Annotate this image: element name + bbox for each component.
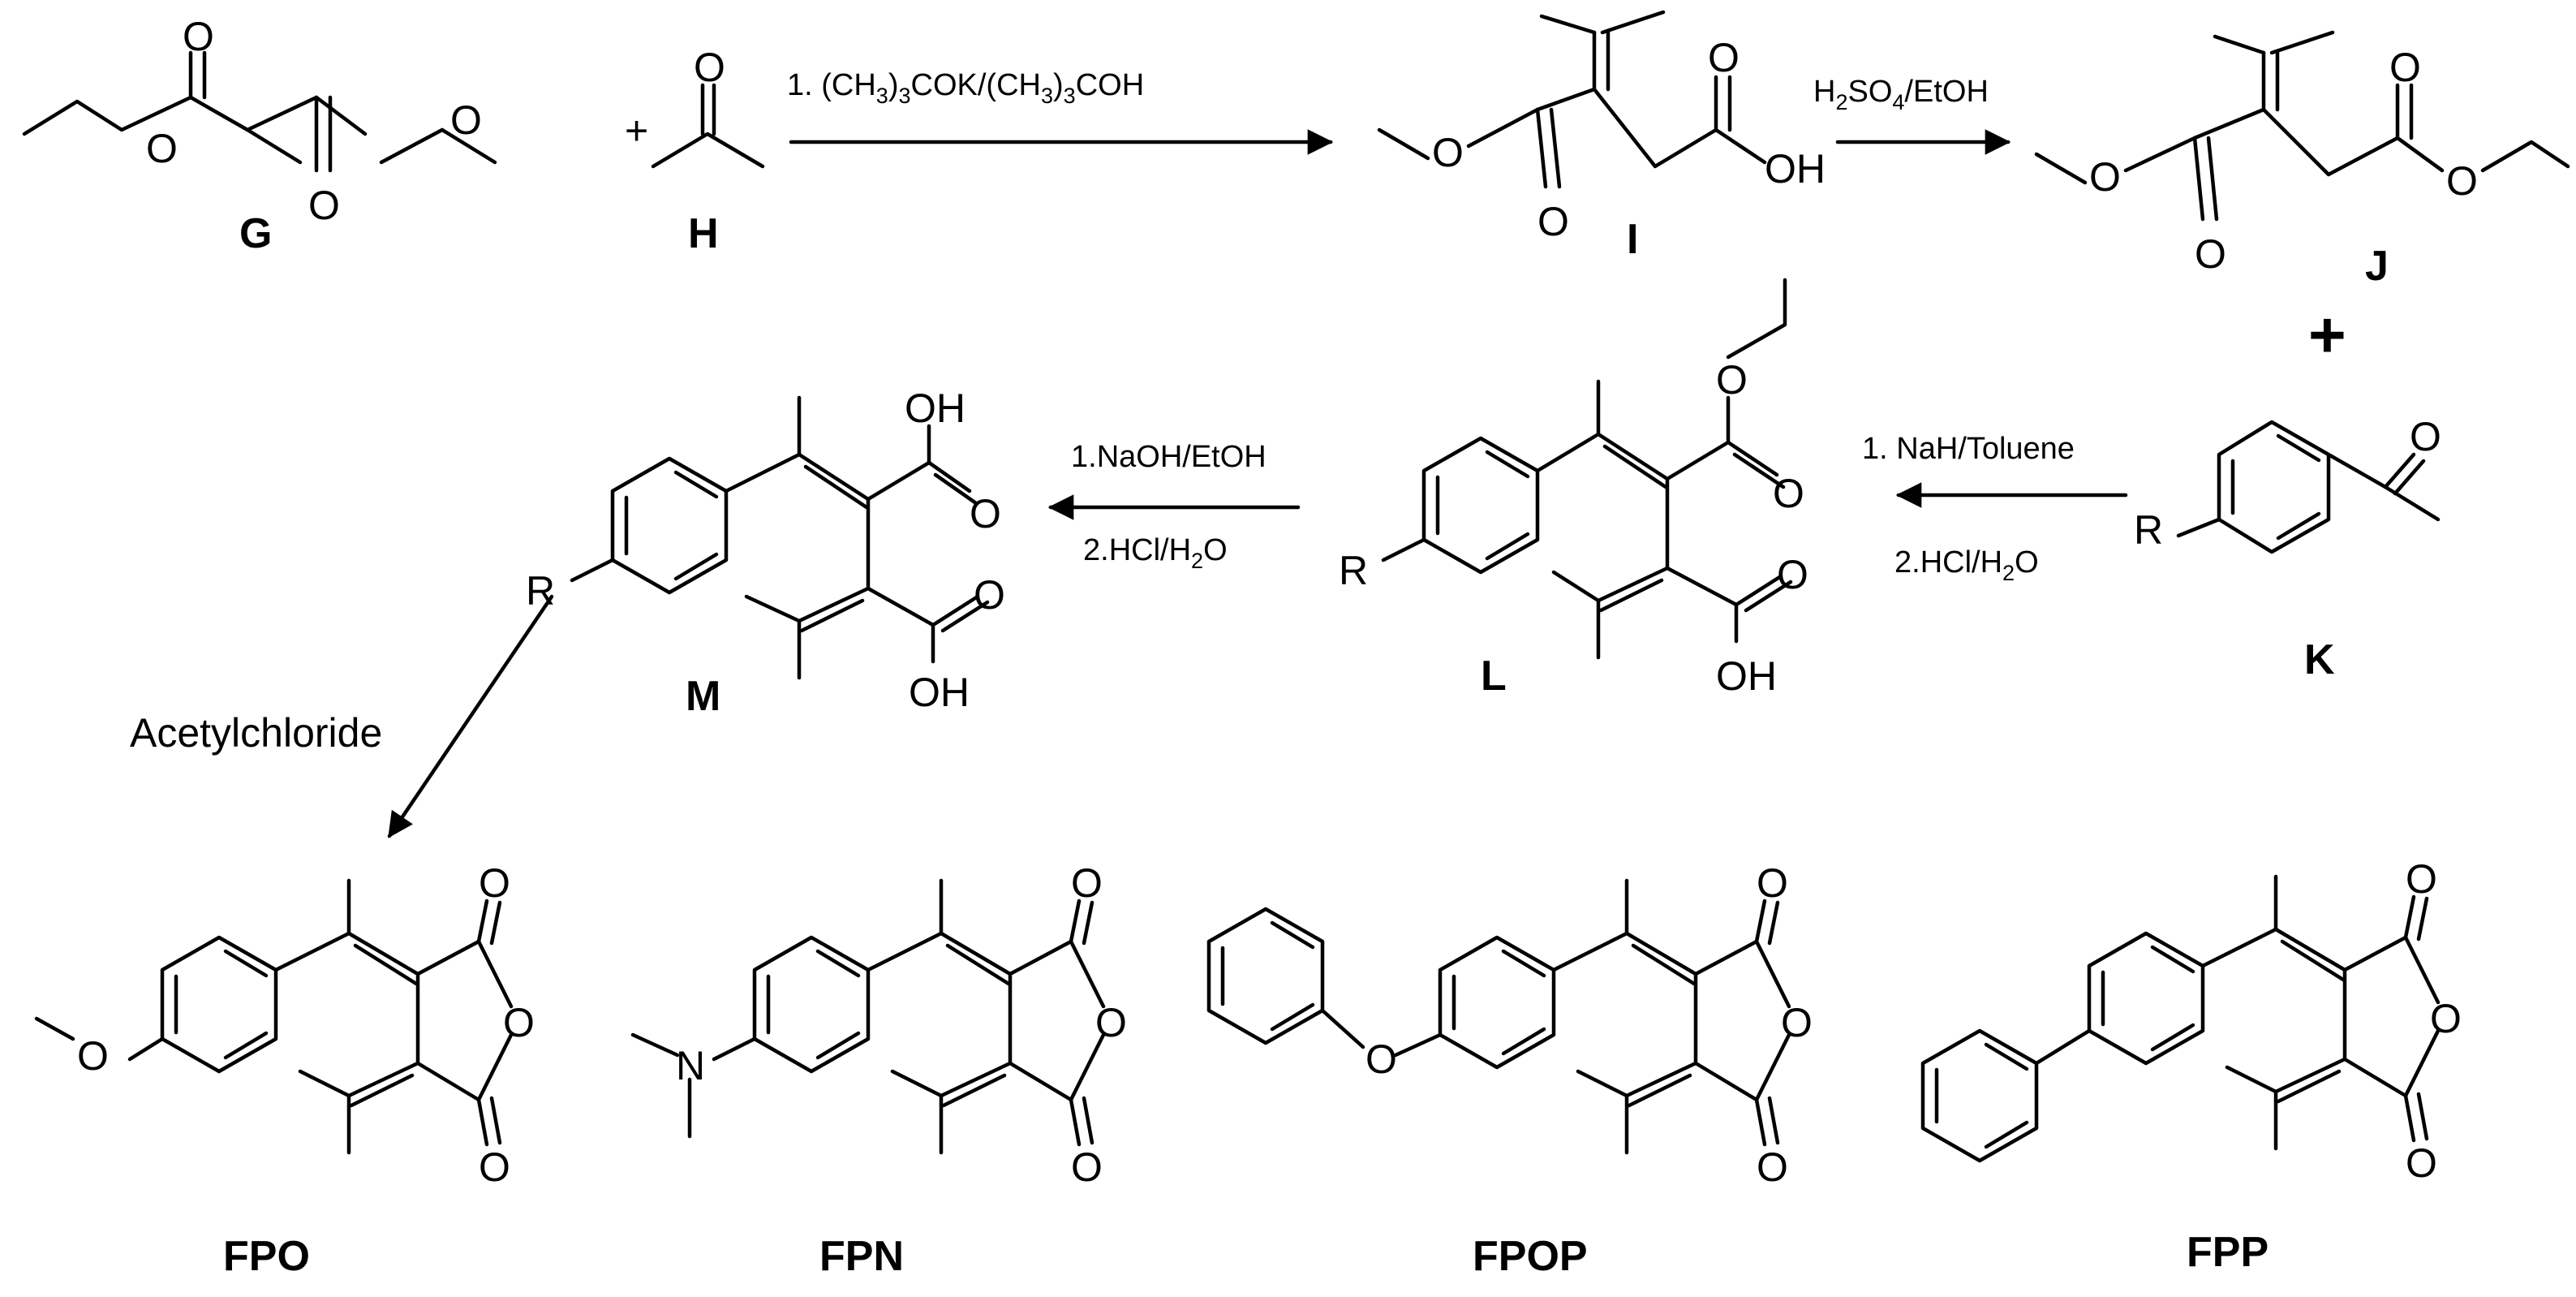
reagent-step4-line2: 2.HCl/H2O [1083, 533, 1228, 573]
atom-O: O [1781, 1000, 1813, 1045]
compound-I: O O O OH [1377, 10, 1826, 244]
atom-O: O [77, 1033, 109, 1079]
atom-OH: OH [909, 670, 970, 715]
label-FPP: FPP [2187, 1229, 2269, 1276]
atom-O: O [970, 491, 1001, 536]
compound-J: O O O O [2034, 30, 2570, 277]
label-J: J [2365, 243, 2389, 290]
label-FPOP: FPOP [1473, 1233, 1588, 1280]
atom-O: O [1095, 1000, 1127, 1045]
atom-O: O [1757, 1144, 1788, 1190]
label-FPO: FPO [223, 1233, 310, 1280]
atom-O: O [1708, 35, 1740, 80]
compound-M: R OH O O OH [526, 386, 1005, 715]
reagent-step1: 1. (CH3)3COK/(CH3)3COH [787, 68, 1144, 108]
reagent-step2: H2SO4/EtOH [1813, 75, 1989, 114]
compound-FPN: N O O O [630, 860, 1127, 1190]
atom-O: O [450, 97, 482, 143]
reagent-step5: Acetylchloride [130, 710, 382, 756]
compound-H: O [651, 45, 765, 169]
compound-K: R O [2134, 414, 2441, 554]
atom-N: N [676, 1043, 705, 1088]
label-H: H [688, 210, 719, 257]
atom-O: O [1432, 130, 1464, 175]
atom-O: O [308, 183, 340, 228]
label-G: G [239, 210, 272, 257]
reagent-step4-line1: 1.NaOH/EtOH [1071, 440, 1266, 474]
atom-O: O [974, 572, 1005, 618]
atom-O: O [146, 126, 178, 171]
atom-O: O [503, 1000, 535, 1045]
plus-sign: + [625, 108, 648, 153]
atom-OH: OH [1716, 653, 1777, 699]
reagent-step3-line1: 1. NaH/Toluene [1862, 432, 2075, 466]
atom-O: O [2089, 154, 2121, 200]
reagent-step3-line2: 2.HCl/H2O [1894, 545, 2039, 585]
atom-O: O [1071, 860, 1103, 906]
label-L: L [1481, 653, 1507, 700]
atom-O: O [1757, 860, 1788, 906]
compound-FPOP: O O O O [1206, 860, 1813, 1190]
atom-O: O [1537, 199, 1569, 244]
compound-G: O O O O [22, 14, 497, 228]
atom-O: O [2410, 414, 2441, 459]
label-I: I [1627, 216, 1638, 263]
atom-O: O [2446, 158, 2478, 204]
plus-sign-big: + [2308, 299, 2346, 371]
atom-O: O [2430, 996, 2462, 1041]
atom-O: O [2389, 45, 2421, 90]
atom-O: O [1773, 471, 1804, 516]
atom-O: O [1365, 1036, 1397, 1082]
label-M: M [686, 673, 720, 720]
compound-L: R O O O OH [1339, 278, 1808, 699]
compound-FPP: O O O [1920, 856, 2462, 1186]
atom-O: O [694, 45, 725, 90]
atom-O: O [1716, 357, 1748, 403]
atom-O: O [183, 14, 214, 59]
atom-R: R [526, 568, 555, 614]
atom-OH: OH [905, 386, 965, 431]
compound-FPO: O O O O [34, 860, 535, 1190]
atom-O: O [479, 860, 510, 906]
atom-O: O [2195, 231, 2226, 277]
atom-O: O [1777, 552, 1808, 597]
atom-O: O [1071, 1144, 1103, 1190]
arrow-step5 [387, 594, 554, 838]
label-K: K [2304, 636, 2335, 683]
atom-R: R [2134, 507, 2163, 553]
atom-O: O [2406, 1140, 2437, 1186]
atom-R: R [1339, 548, 1368, 593]
atom-OH: OH [1765, 146, 1826, 192]
atom-O: O [2406, 856, 2437, 902]
atom-O: O [479, 1144, 510, 1190]
label-FPN: FPN [819, 1233, 904, 1280]
